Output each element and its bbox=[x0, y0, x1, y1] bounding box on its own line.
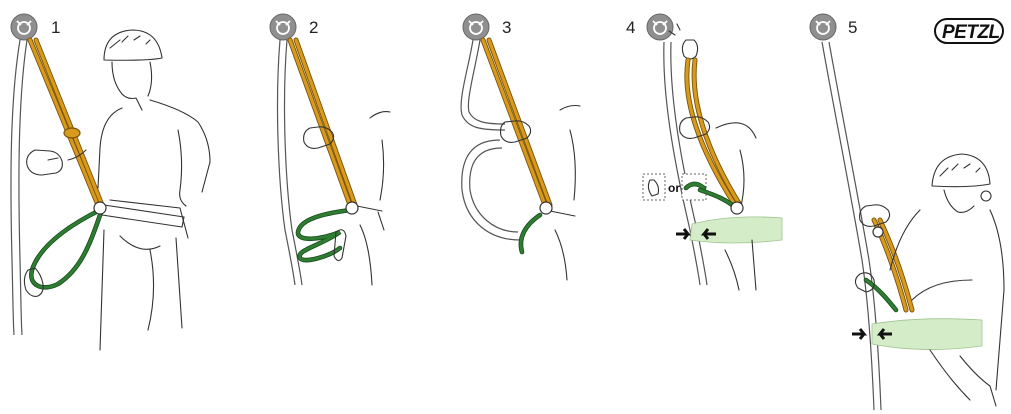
anchor-badge-icon bbox=[647, 14, 673, 40]
step-5-panel: 5 PETZL bbox=[810, 14, 1004, 410]
step-2-number: 2 bbox=[309, 18, 318, 37]
inset-option-box bbox=[643, 174, 665, 200]
carabiner bbox=[682, 40, 697, 59]
anchor-badge-icon bbox=[810, 14, 836, 40]
climber-figure bbox=[545, 106, 580, 281]
climber-figure bbox=[855, 154, 1004, 406]
or-label: or bbox=[668, 181, 680, 195]
lanyard bbox=[483, 40, 550, 205]
green-cord bbox=[31, 210, 100, 287]
anchor-badge-icon bbox=[270, 14, 296, 40]
rope bbox=[461, 40, 520, 240]
step-2-panel: 2 bbox=[270, 14, 390, 285]
svg-text:PETZL: PETZL bbox=[942, 22, 1000, 43]
green-cord bbox=[521, 215, 540, 252]
step-4-panel: 4 or bbox=[626, 14, 782, 290]
climber-figure bbox=[98, 30, 210, 350]
step-1-panel: 1 bbox=[11, 14, 210, 350]
lanyard bbox=[30, 40, 102, 205]
lanyard bbox=[290, 40, 355, 205]
anchor-badge-icon bbox=[463, 14, 489, 40]
step-3-panel: 3 bbox=[461, 14, 580, 280]
green-cord bbox=[866, 280, 896, 310]
anchor-badge-icon bbox=[11, 14, 37, 40]
step-5-number: 5 bbox=[848, 18, 857, 37]
petzl-logo: PETZL bbox=[935, 19, 1003, 43]
green-cord bbox=[298, 210, 350, 260]
step-1-number: 1 bbox=[51, 18, 60, 37]
step-4-number: 4 bbox=[626, 18, 635, 37]
hand-highlight bbox=[690, 217, 782, 243]
climber-figure bbox=[352, 112, 390, 285]
step-3-number: 3 bbox=[502, 18, 511, 37]
descender-device bbox=[27, 150, 63, 175]
